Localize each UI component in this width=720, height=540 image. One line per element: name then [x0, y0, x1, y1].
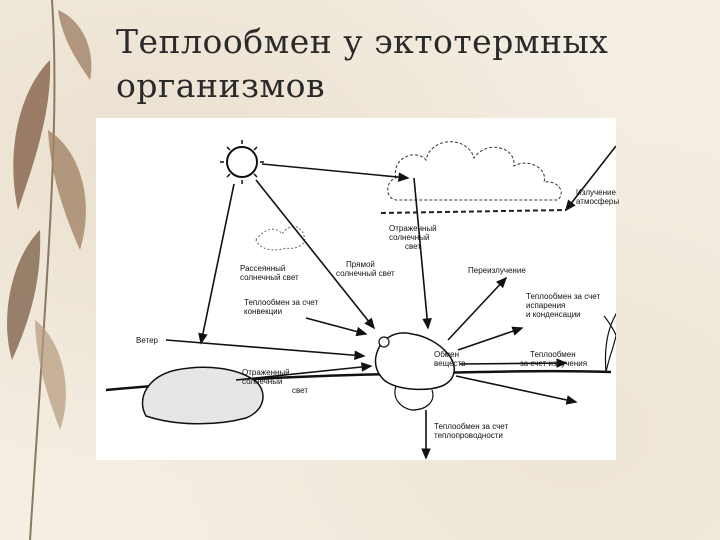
decorative-leaves	[7, 0, 92, 540]
label-atmosphere: Излучение атмосферы	[576, 188, 620, 206]
label-conduction: Теплообмен за счет теплопроводности	[434, 422, 509, 440]
shrub-icon	[255, 226, 306, 251]
arrow-radiation	[459, 358, 568, 368]
arrow-direct-light	[255, 179, 375, 330]
horizon-line	[380, 209, 567, 214]
label-evaporation: Теплообмен за счет испарения и конденсац…	[526, 292, 601, 319]
arrow-reflected-rock	[235, 362, 373, 381]
diagram-drawing	[105, 140, 616, 460]
heat-exchange-diagram: Излучение атмосферы Отраженный солнечный…	[96, 118, 620, 460]
arrow-evaporation	[457, 326, 524, 351]
label-scattered: Рассеянный солнечный свет	[240, 264, 299, 282]
arrow-wind	[165, 339, 366, 361]
title-line-2: организмов	[116, 66, 326, 105]
arrow-to-cloud	[261, 163, 410, 182]
label-radiation: Теплообмен за счет излучения	[520, 350, 588, 368]
arrow-convection	[305, 317, 368, 337]
label-convection: Теплообмен за счет конвекции	[244, 298, 319, 316]
title-line-1: Теплообмен у эктотермных	[116, 22, 609, 61]
arrow-reflected-top	[413, 177, 432, 330]
arrow-scattered-light	[198, 183, 235, 345]
label-direct: Прямой солнечный свет	[336, 260, 395, 278]
rock-icon	[141, 366, 264, 425]
frog-icon	[374, 332, 455, 411]
label-reflected-top: Отраженный солнечный свет	[389, 224, 437, 251]
arrow-reradiation	[447, 276, 508, 341]
sun-icon	[220, 140, 264, 184]
arrow-radiation-out	[455, 375, 578, 405]
label-reradiation: Переизлучение	[468, 266, 526, 275]
cloud-icon	[387, 141, 562, 201]
plant-icon	[603, 312, 616, 373]
label-reflected-bottom: Отраженный солнечный свет	[242, 368, 309, 395]
label-wind: Ветер	[136, 336, 158, 345]
slide-title: Теплообмен у эктотермных организмов	[116, 20, 676, 108]
arrow-atmosphere	[565, 145, 616, 212]
label-metabolism: Обмен веществ	[434, 350, 466, 368]
